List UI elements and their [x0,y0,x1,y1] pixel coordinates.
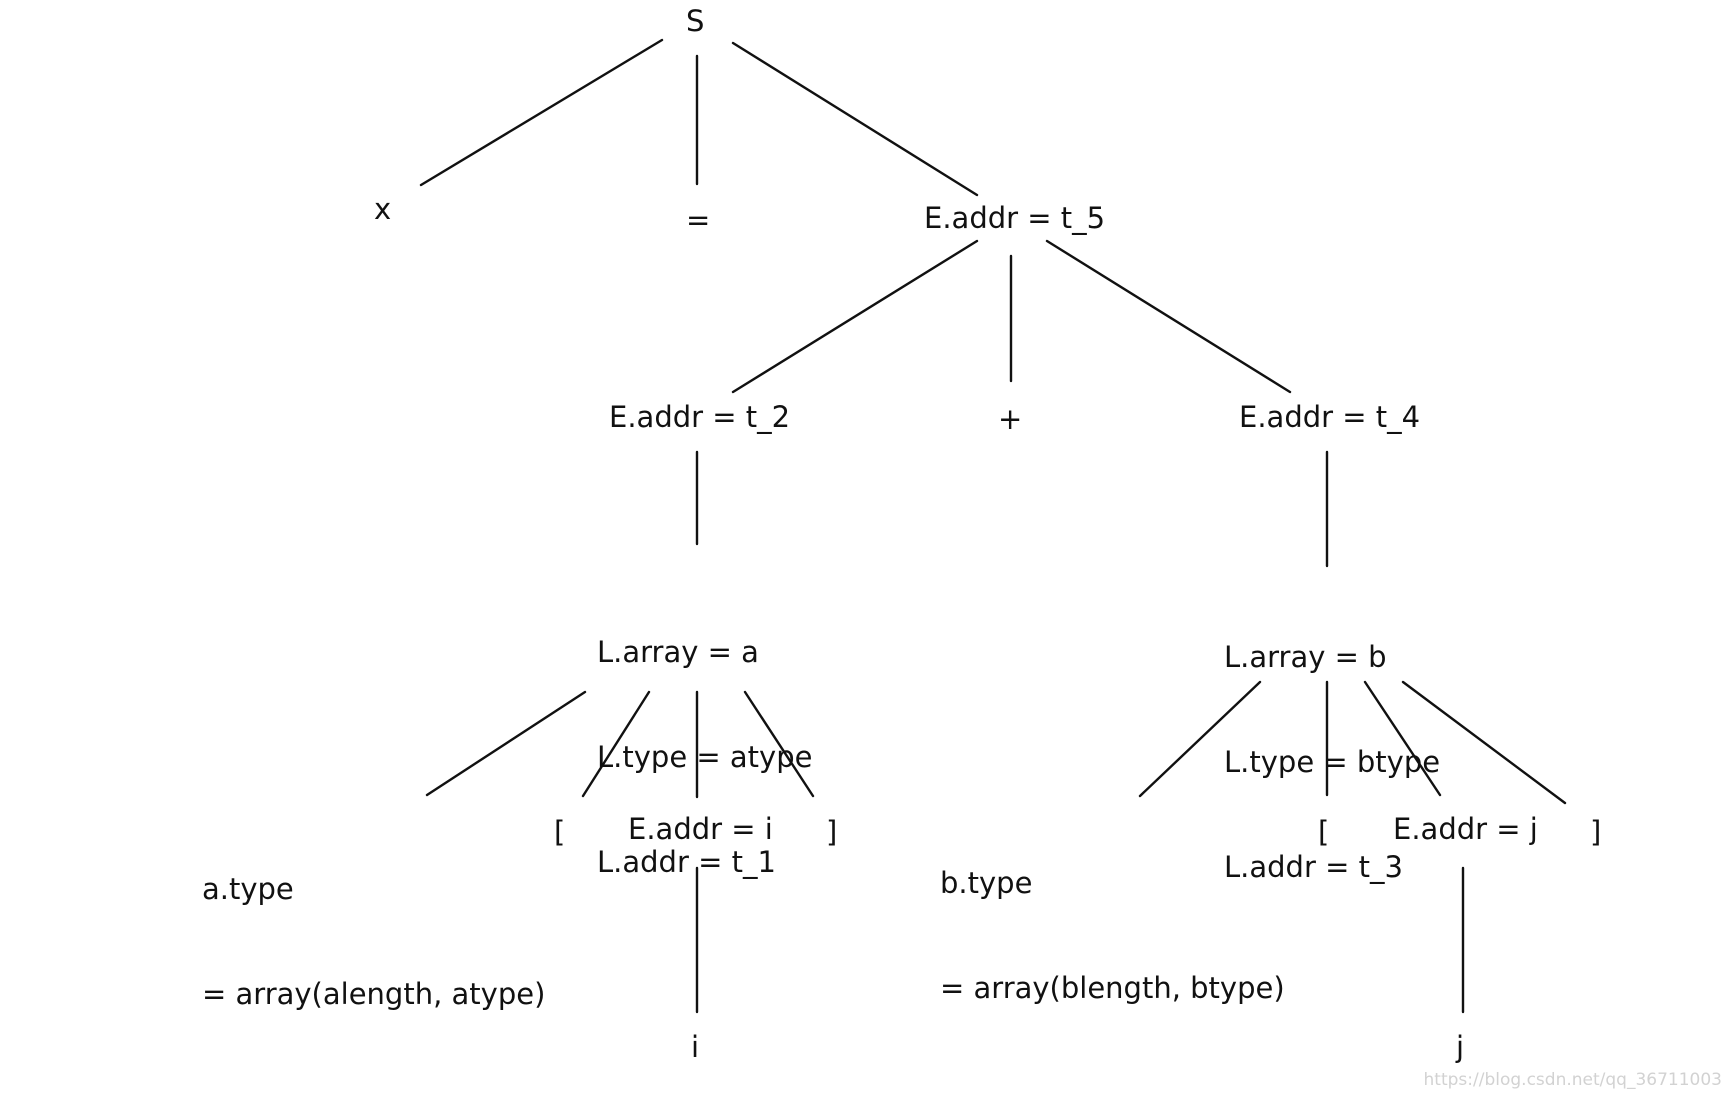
node-close-bracket-b: ] [1590,815,1602,849]
edge-l3-close [1401,680,1567,805]
node-x: x [374,192,392,226]
l-b-array-line: L.array = b [1224,640,1387,674]
node-e-addr-t5: E.addr = t_5 [924,201,1106,235]
watermark: https://blog.csdn.net/qq_36711003 [1423,1070,1722,1090]
node-l-b: L.array = b L.type = btype L.addr = t_3 [1224,570,1440,955]
edge-s-e5 [731,41,979,197]
node-plus: + [998,402,1023,436]
node-s: S [686,4,705,38]
a-type-line-2: = array(alength, atype) [202,977,546,1011]
node-a-type: a.type = array(alength, atype) [202,802,545,1082]
edge-e5-e2 [731,239,979,394]
edge-s-x [419,38,664,187]
edge-l1-open [581,690,651,798]
edge-l1-close [743,690,815,798]
l-a-type-line: L.type = atype [597,740,813,774]
node-open-bracket-a: [ [554,815,566,849]
l-b-addr-line: L.addr = t_3 [1224,850,1403,884]
edge-l3-btype [1138,680,1262,798]
node-e-addr-i: E.addr = i [628,812,773,846]
node-e-addr-t2: E.addr = t_2 [609,400,791,434]
node-open-bracket-b: [ [1318,815,1330,849]
edge-l3-index [1363,680,1442,797]
l-a-addr-line: L.addr = t_1 [597,845,776,879]
b-type-line-2: = array(blength, btype) [940,971,1285,1005]
l-a-array-line: L.array = a [597,635,759,669]
edge-e5-e4 [1045,239,1292,394]
edge-l1-atype [425,690,587,797]
node-leaf-i: i [691,1030,700,1064]
l-b-type-line: L.type = btype [1224,745,1441,779]
a-type-line-1: a.type [202,872,294,906]
node-e-addr-j: E.addr = j [1393,812,1538,846]
node-close-bracket-a: ] [826,815,838,849]
node-leaf-j: j [1456,1030,1465,1064]
node-e-addr-t4: E.addr = t_4 [1239,400,1421,434]
node-equals: = [686,203,711,237]
node-b-type: b.type = array(blength, btype) [940,796,1285,1076]
node-l-a: L.array = a L.type = atype L.addr = t_1 [597,565,812,950]
b-type-line-1: b.type [940,866,1033,900]
